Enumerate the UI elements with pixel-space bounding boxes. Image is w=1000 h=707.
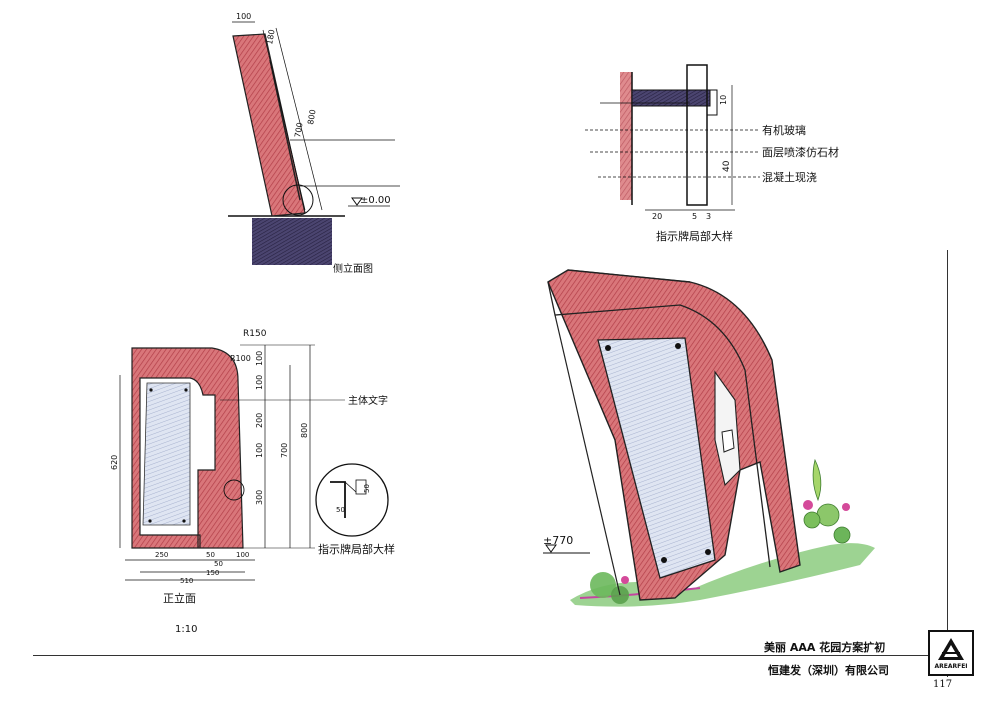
footer-company-name: 恒建发（深圳）有限公司 (768, 664, 889, 677)
front-scale: 1:10 (175, 624, 197, 635)
company-logo: AREARFEI (928, 630, 974, 676)
frame-vertical-line (947, 250, 948, 677)
detail-section: 有机玻璃 面层喷漆仿石材 混凝土现浇 10 40 20 5 3 指示牌局部大样 (585, 64, 839, 243)
detail-dim-40: 40 (722, 160, 732, 172)
front-dim-r4: 100 (255, 443, 264, 458)
detail-caption: 指示牌局部大样 (656, 229, 733, 243)
foundation-block (252, 218, 332, 265)
front-r150: R150 (243, 329, 267, 339)
detail-callout-circle (282, 184, 314, 216)
front-dim-b5: 150 (206, 569, 219, 577)
perspective-glass-panel (597, 337, 716, 579)
sign-body-front (131, 347, 244, 549)
detail-dim-5: 5 (692, 212, 697, 221)
front-detail-caption: 指示牌局部大样 (318, 542, 395, 556)
bush-left (590, 572, 616, 598)
front-dim-r1: 100 (255, 351, 264, 366)
front-dim-b3: 50 (214, 560, 223, 568)
footer-project-title: 美丽 AAA 花园方案扩初 (764, 641, 886, 654)
side-dim-c: 800 (306, 109, 318, 126)
side-caption: 侧立面图 (333, 262, 373, 275)
detail-circle-dim-2: 50 (336, 506, 345, 514)
front-dim-left: 620 (110, 455, 119, 470)
front-dim-r7: 800 (300, 423, 309, 438)
logo-text: AREARFEI (934, 663, 968, 670)
footer-rule (33, 655, 945, 656)
side-dim-top: 100 (236, 12, 251, 21)
detail-dim-3: 3 (706, 212, 711, 221)
perspective-level: ±770 (543, 534, 573, 547)
front-elevation: 100 100 200 100 300 700 800 620 250 50 5… (110, 329, 395, 635)
front-dim-r3: 200 (255, 413, 264, 428)
side-dim-a: 180 (265, 29, 277, 46)
front-dim-r6: 700 (280, 443, 289, 458)
tall-leaf (812, 458, 822, 502)
anchor-bolt (631, 89, 711, 107)
logo-icon (938, 638, 964, 660)
wall-hatch (620, 72, 632, 200)
front-caption: 正立面 (163, 591, 196, 605)
side-dim-b: 700 (293, 122, 305, 139)
corner-detail-circle (315, 463, 389, 537)
side-elevation: 100 180 700 800 ±0.00 侧立面图 (228, 12, 400, 275)
front-glass-panel (142, 382, 191, 526)
panel-section (686, 64, 708, 206)
detail-dim-20: 20 (652, 212, 662, 221)
front-dim-b1: 250 (155, 551, 168, 559)
detail-label-2: 面层喷漆仿石材 (762, 145, 839, 159)
front-r100: R100 (230, 354, 251, 363)
front-dim-r2: 100 (255, 375, 264, 390)
front-main-text-label: 主体文字 (348, 394, 388, 407)
front-dim-r5: 300 (255, 490, 264, 505)
side-level: ±0.00 (360, 195, 391, 206)
front-dim-b6: 510 (180, 577, 193, 585)
front-dim-b4: 100 (236, 551, 249, 559)
detail-label-1: 有机玻璃 (762, 123, 806, 137)
perspective-view: ±770 (543, 269, 875, 607)
detail-circle-dim-1: 50 (363, 484, 371, 493)
detail-dim-10: 10 (719, 95, 728, 105)
detail-label-3: 混凝土现浇 (762, 170, 817, 184)
front-dim-b2: 50 (206, 551, 215, 559)
bush-right (816, 503, 840, 527)
page-number: 117 (933, 679, 953, 690)
